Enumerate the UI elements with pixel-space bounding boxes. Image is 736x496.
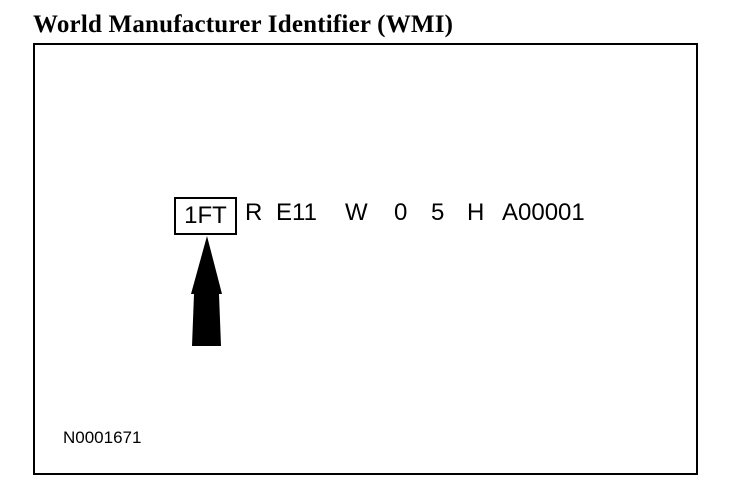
figure-code: N0001671 — [63, 428, 142, 447]
diagram-frame — [33, 43, 698, 475]
vin-segment-plant: H — [467, 199, 485, 226]
vin-segment-model-year: 5 — [431, 199, 445, 226]
vin-segment-serial: A00001 — [502, 199, 585, 226]
diagram-title: World Manufacturer Identifier (WMI) — [33, 11, 454, 38]
up-arrow-icon — [191, 236, 222, 346]
wmi-highlight-box: 1FT — [174, 197, 237, 235]
vin-segment-restraint: R — [245, 199, 263, 226]
vin-segment-check-digit: 0 — [394, 199, 408, 226]
vin-segment-engine: W — [345, 199, 368, 226]
vin-segment-model: E11 — [276, 199, 317, 226]
